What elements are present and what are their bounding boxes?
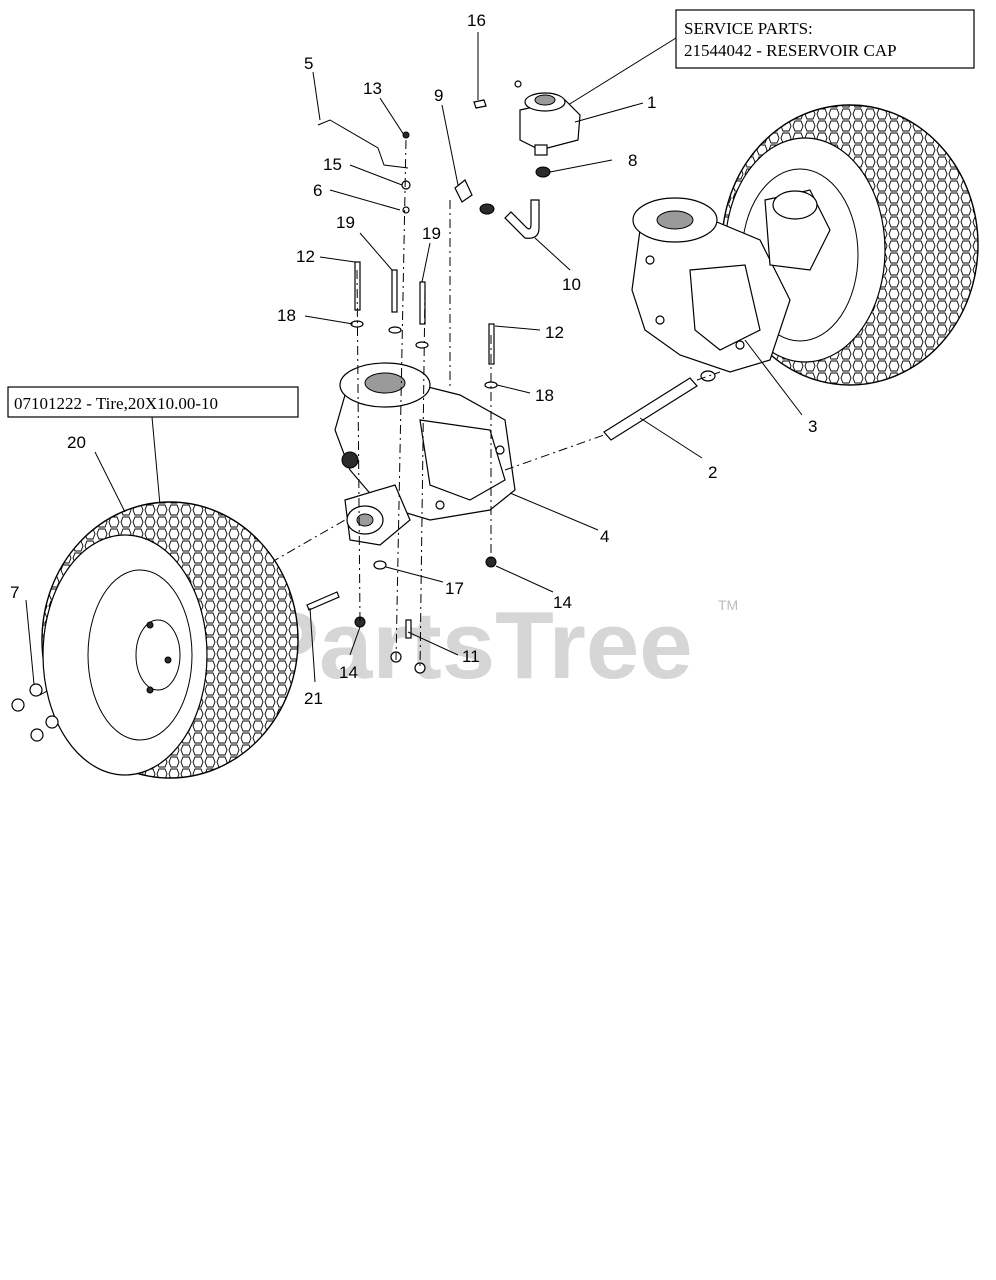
tire-box: 07101222 - Tire,20X10.00-10 (7, 386, 299, 506)
service-parts-line1: SERVICE PARTS: (684, 19, 813, 38)
callout-13: 13 (363, 79, 382, 98)
callout-16: 16 (467, 11, 486, 30)
service-parts-box: SERVICE PARTS: 21544042 - RESERVOIR CAP (559, 9, 975, 111)
callout-14-left: 14 (339, 663, 358, 682)
watermark-text: PartsTree (255, 592, 693, 699)
callout-12-left: 12 (296, 247, 315, 266)
reservoir (519, 92, 581, 156)
bypass-rod (317, 119, 411, 214)
left-transaxle (334, 362, 516, 546)
callout-11: 11 (462, 647, 480, 666)
callout-2: 2 (708, 463, 717, 482)
service-parts-line2: 21544042 - RESERVOIR CAP (684, 41, 897, 60)
callouts: 1 2 3 4 5 6 7 8 9 10 11 12 12 13 14 14 1… (10, 11, 817, 708)
callout-9: 9 (434, 86, 443, 105)
leader-lines (25, 32, 803, 685)
fasteners-bottom (306, 556, 497, 674)
callout-19-right: 19 (422, 224, 441, 243)
callout-18-right: 18 (535, 386, 554, 405)
watermark: PartsTree TM (255, 592, 738, 699)
callout-10: 10 (562, 275, 581, 294)
left-tire (41, 501, 299, 779)
hose-assembly (454, 166, 551, 239)
callout-7: 7 (10, 583, 19, 602)
callout-8: 8 (628, 151, 637, 170)
callout-17: 17 (445, 579, 464, 598)
callout-1: 1 (647, 93, 656, 112)
callout-4: 4 (600, 527, 609, 546)
callout-3: 3 (808, 417, 817, 436)
callout-21: 21 (304, 689, 323, 708)
callout-12-right: 12 (545, 323, 564, 342)
lug-nuts (11, 683, 59, 742)
callout-18-left: 18 (277, 306, 296, 325)
callout-6: 6 (313, 181, 322, 200)
callout-15: 15 (323, 155, 342, 174)
axle-tube (603, 370, 716, 441)
callout-20: 20 (67, 433, 86, 452)
tire-box-text: 07101222 - Tire,20X10.00-10 (14, 394, 218, 413)
right-transaxle (631, 189, 831, 373)
callout-19-left: 19 (336, 213, 355, 232)
watermark-tm: TM (718, 597, 738, 613)
callout-5: 5 (304, 54, 313, 73)
callout-14-right: 14 (553, 593, 572, 612)
